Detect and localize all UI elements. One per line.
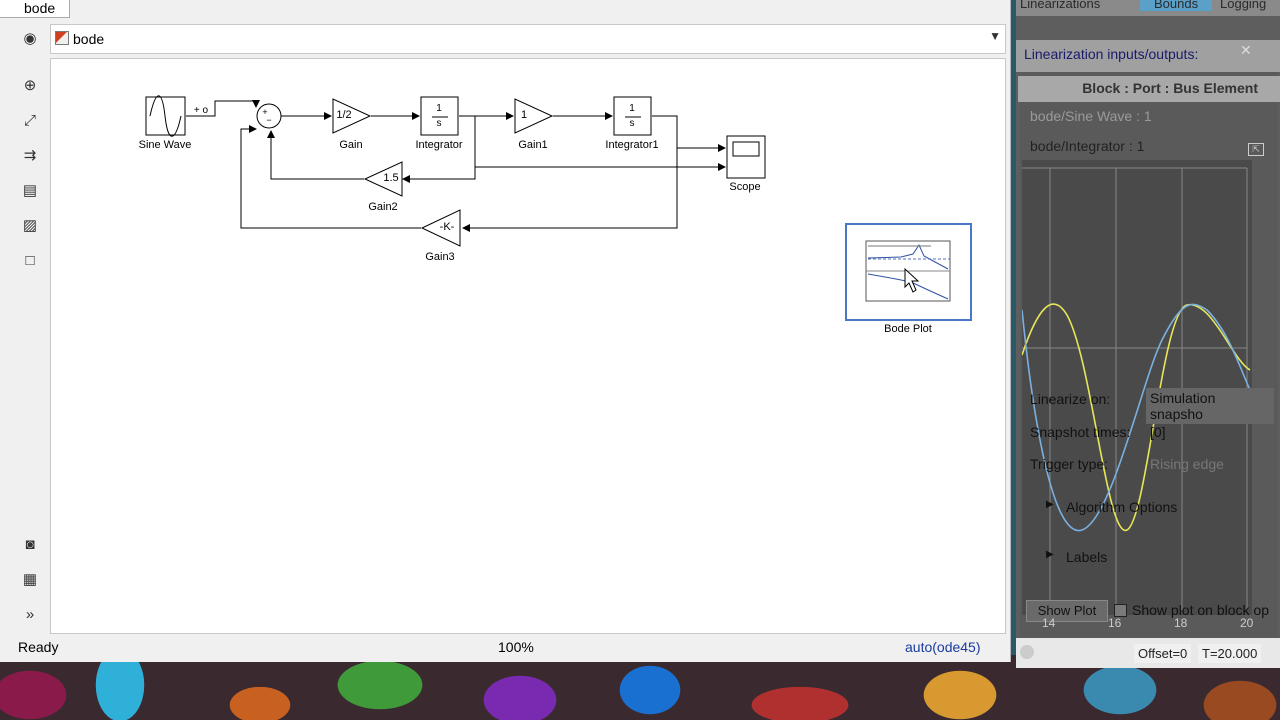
algorithm-options-section[interactable]: Algorithm Options <box>1066 499 1178 515</box>
gain2-label[interactable]: Gain2 <box>368 201 398 213</box>
x-tick-14: 14 <box>1042 616 1056 630</box>
sum-port-minus: − <box>266 115 272 125</box>
labels-section[interactable]: Labels <box>1066 549 1108 565</box>
offset-readout: Offset=0 <box>1134 644 1192 663</box>
gain1-block <box>514 98 554 134</box>
arrow-icon[interactable]: ⇉ <box>23 147 37 164</box>
show-plot-checkbox[interactable] <box>1114 604 1127 617</box>
trigger-type-select[interactable]: Rising edge <box>1150 456 1224 472</box>
time-readout: T=20.000 <box>1198 644 1262 663</box>
integrator1-denominator: s <box>629 118 635 129</box>
gain-value: 1/2 <box>336 109 352 121</box>
linearize-on-label: Linearize on: <box>1030 391 1111 407</box>
diagram-canvas[interactable]: + o + − 1/2 1 s 1 1 s 1.5 -K- Sine Wave … <box>50 58 1006 634</box>
expand-algorithm-icon[interactable]: ▶ <box>1046 499 1054 510</box>
simulink-editor-window: bode ◉ ⊕ ⤢ ⇉ ▤ ▨ □ ◙ ▦ » bode ▼ <box>0 0 1011 662</box>
snapshot-times-input[interactable]: [0] <box>1150 424 1166 440</box>
io-row-integrator[interactable]: bode/Integrator : 1 <box>1030 138 1145 154</box>
integrator1-block <box>613 96 652 136</box>
image-icon[interactable]: ▨ <box>22 217 38 234</box>
integrator-numerator: 1 <box>436 103 442 114</box>
x-tick-16: 16 <box>1108 616 1122 630</box>
model-icon <box>55 31 69 45</box>
panel-title-bar <box>1016 40 1280 72</box>
io-grid-header: Block : Port : Bus Element <box>1018 76 1280 102</box>
help-icon[interactable] <box>1020 645 1034 659</box>
camera-icon[interactable]: ◙ <box>25 536 35 553</box>
fit-view-icon[interactable]: ⤢ <box>23 112 36 129</box>
x-tick-18: 18 <box>1174 616 1188 630</box>
integrator1-numerator: 1 <box>629 103 635 114</box>
gain3-block <box>420 209 461 247</box>
model-tab[interactable]: bode <box>0 0 70 18</box>
status-solver[interactable]: auto(ode45) <box>905 639 981 655</box>
gain1-value: 1 <box>520 109 528 121</box>
expand-icon[interactable]: ⇱ <box>1248 143 1264 156</box>
expand-labels-icon[interactable]: ▶ <box>1046 549 1054 560</box>
tab-logging[interactable]: Logging <box>1220 0 1267 11</box>
gain2-block <box>363 161 403 197</box>
gain-label[interactable]: Gain <box>339 139 363 151</box>
address-bar[interactable]: bode ▼ <box>50 24 1006 54</box>
address-text: bode <box>73 31 105 47</box>
gain-block <box>332 98 372 134</box>
io-grid-header-text: Block : Port : Bus Element <box>1082 80 1258 96</box>
scope-plot-area <box>1022 160 1252 615</box>
io-row-sine[interactable]: bode/Sine Wave : 1 <box>1030 108 1152 124</box>
block-diagram <box>145 95 972 321</box>
linearization-io-title: Linearization inputs/outputs: <box>1024 46 1199 62</box>
zoom-icon[interactable]: ⊕ <box>23 77 37 94</box>
integrator-block <box>420 96 459 136</box>
gain2-value: 1.5 <box>383 172 399 184</box>
integrator1-label[interactable]: Integrator1 <box>605 139 659 151</box>
tab-linearizations[interactable]: Linearizations <box>1020 0 1101 11</box>
x-tick-20: 20 <box>1240 616 1254 630</box>
tab-bounds[interactable]: Bounds <box>1140 0 1213 11</box>
chevron-down-icon[interactable]: ▼ <box>989 29 1001 43</box>
close-icon[interactable]: ✕ <box>1240 42 1252 58</box>
integrator-label[interactable]: Integrator <box>415 139 463 151</box>
panel-tabs: Linearizations Bounds Logging <box>1016 0 1280 16</box>
sum-port-plus: + <box>262 107 268 117</box>
bode-plot-label[interactable]: Bode Plot <box>884 323 932 335</box>
show-plot-button[interactable]: Show Plot <box>1026 600 1108 622</box>
status-bar: Ready 100% auto(ode45) <box>0 636 1006 660</box>
area-icon[interactable]: □ <box>25 252 35 269</box>
gain1-label[interactable]: Gain1 <box>518 139 548 151</box>
scope-label[interactable]: Scope <box>729 181 761 193</box>
library-icon[interactable]: ▦ <box>22 571 38 588</box>
status-ready: Ready <box>18 639 59 655</box>
linearize-on-select[interactable]: Simulation snapsho <box>1146 388 1274 424</box>
gain3-value: -K- <box>439 221 455 233</box>
trigger-type-label: Trigger type: <box>1030 456 1109 472</box>
sine-wave-label[interactable]: Sine Wave <box>138 139 192 151</box>
annotation-icon[interactable]: ▤ <box>22 182 38 199</box>
sum-block <box>256 103 282 129</box>
more-icon[interactable]: » <box>25 606 35 623</box>
linearization-panel: Linearizations Bounds Logging Linearizat… <box>1016 0 1280 668</box>
snapshot-times-label: Snapshot times: <box>1030 424 1131 440</box>
integrator-denominator: s <box>436 118 442 129</box>
gain3-label[interactable]: Gain3 <box>425 251 455 263</box>
back-icon[interactable]: ◉ <box>23 30 37 47</box>
status-zoom: 100% <box>498 639 534 655</box>
sum-plus-sign: + o <box>193 105 209 116</box>
show-plot-checkbox-label: Show plot on block op <box>1132 602 1269 618</box>
